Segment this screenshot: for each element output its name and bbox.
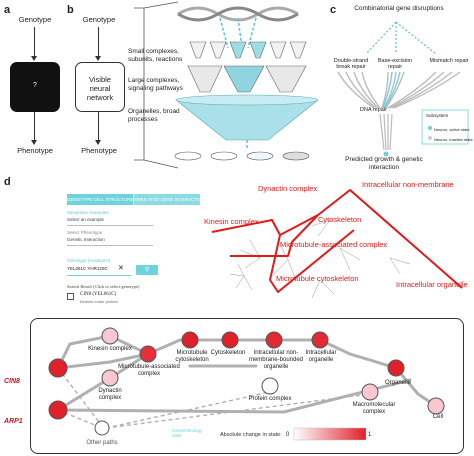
genotype-label: Genotype (mutations) bbox=[67, 258, 111, 263]
repair-illustration bbox=[337, 21, 469, 157]
node-cytoskeleton[interactable]: Cytoskeleton bbox=[210, 350, 246, 356]
net-label-nonmembrane: Intracellular non-membrane bbox=[362, 180, 454, 189]
simulation-select[interactable]: Select an example bbox=[67, 217, 105, 222]
neuron-inactive-label: Neuron, inactive state bbox=[434, 137, 473, 142]
panel-d-letter: d bbox=[4, 176, 11, 188]
node-kinesin[interactable]: Kinesin complex bbox=[88, 346, 132, 352]
black-box-question: ? bbox=[33, 82, 37, 89]
simulation-label: Simulation examples bbox=[67, 210, 109, 215]
panel-b-genotype: Genotype bbox=[82, 15, 116, 24]
arrow-a-top bbox=[34, 27, 35, 59]
search-button[interactable]: ⚲ bbox=[136, 265, 158, 275]
hierarchy-network bbox=[211, 189, 463, 299]
predicted-label: Predicted growth & genetic interaction bbox=[345, 156, 423, 171]
node-nonmembrane[interactable]: Intracellular non-membrane-bounded organ… bbox=[248, 350, 304, 370]
gene-name[interactable]: CIN8 (YEL061C) bbox=[80, 292, 117, 297]
arrow-b-bottom-head bbox=[95, 140, 101, 145]
phenotype-label: Select Phenotype bbox=[67, 230, 103, 235]
node-macromolecular[interactable]: Macromolecular complex bbox=[352, 402, 396, 415]
legend-left-label: Gene/Ontology state bbox=[172, 428, 203, 438]
gene-description: Kinesin motor protein bbox=[80, 299, 118, 304]
panel-a-letter: a bbox=[4, 4, 11, 16]
level-small: Small complexes, subunits, reactions bbox=[128, 48, 183, 63]
legend-min: 0 bbox=[286, 432, 290, 438]
node-mt-cytoskeleton[interactable]: Microtubule cytoskeleton bbox=[175, 350, 209, 363]
node-cell[interactable]: Cell bbox=[432, 414, 444, 420]
node-organelle[interactable]: Organelle bbox=[384, 380, 411, 386]
repair-dsb: Double-strand break repair bbox=[333, 58, 369, 70]
tab-genotype-structure[interactable]: GENOTYPE CELL STRUCTURE bbox=[67, 194, 133, 205]
level-brackets bbox=[134, 1, 179, 169]
arrow-b-top-head bbox=[95, 56, 101, 61]
panel-b-letter: b bbox=[67, 4, 74, 16]
arrow-a-top-head bbox=[31, 56, 37, 61]
search-result-label: Search Result (Click to select genotype) bbox=[67, 284, 140, 289]
node-mt-assoc[interactable]: Microtubule-associated complex bbox=[118, 364, 180, 377]
panel-a-phenotype: Phenotype bbox=[17, 146, 53, 155]
phenotype-select[interactable]: Genetic Interaction bbox=[67, 237, 105, 242]
path-diagram bbox=[48, 327, 445, 441]
net-label-dynactin: Dynactin complex bbox=[258, 184, 318, 193]
node-other-paths: Other paths bbox=[86, 440, 118, 446]
node-dynactin[interactable]: Dynactin complex bbox=[98, 388, 122, 401]
gene-arp1[interactable]: ARP1 bbox=[4, 418, 23, 425]
arrow-a-bottom-head bbox=[31, 140, 37, 145]
simulation-underline bbox=[67, 225, 153, 226]
legend-max: 1 bbox=[368, 432, 372, 438]
repair-base: Base-excision repair bbox=[377, 58, 413, 70]
arrow-b-bottom bbox=[98, 111, 99, 142]
arrow-a-bottom bbox=[34, 112, 35, 142]
panel-a-genotype: Genotype bbox=[18, 15, 52, 24]
tab-simulated-interaction[interactable]: SIMULATED GENE INTERACTION bbox=[134, 194, 200, 205]
panel-c-letter: c bbox=[330, 4, 337, 16]
net-label-kinesin: Kinesin complex bbox=[204, 217, 259, 226]
net-label-microtubule-assoc: Microtubule-associated complex bbox=[280, 240, 388, 249]
genotype-underline bbox=[67, 275, 131, 276]
gene-checkbox[interactable] bbox=[67, 293, 74, 300]
visible-nn-text: Visible neural network bbox=[86, 75, 114, 102]
gene-cin8[interactable]: CIN8 bbox=[4, 378, 20, 385]
level-organelles: Organelles, broad processes bbox=[128, 108, 180, 123]
visible-nn-box: Visible neural network bbox=[75, 62, 125, 112]
combinatorial-label: Combinatorial gene disruptions bbox=[354, 5, 444, 12]
net-label-cytoskeleton: Cytoskeleton bbox=[318, 215, 362, 224]
panel-b-phenotype: Phenotype bbox=[81, 146, 117, 155]
arrow-b-top bbox=[98, 27, 99, 59]
dna-repair-label: DNA repair bbox=[360, 107, 387, 113]
net-label-mt-cytoskeleton: Microtubule cytoskeleton bbox=[276, 274, 359, 283]
legend-label: Absolute change in state: bbox=[220, 432, 282, 438]
clear-icon[interactable]: ✕ bbox=[118, 265, 124, 272]
repair-mismatch: Mismatch repair bbox=[429, 58, 469, 64]
neuron-active-label: Neuron, active state bbox=[434, 127, 470, 132]
phenotype-underline bbox=[67, 245, 153, 246]
subsystem-label: Subsystem bbox=[426, 113, 449, 118]
node-intracellular-organelle[interactable]: Intracellular organelle bbox=[305, 350, 337, 363]
genotype-input[interactable]: YEL061C YHR129C bbox=[67, 266, 108, 271]
net-label-intracellular-organelle: Intracellular organelle bbox=[396, 280, 468, 289]
level-large: Large complexes, signaling pathways bbox=[128, 77, 183, 92]
black-box: ? bbox=[10, 62, 60, 112]
hierarchy-illustration bbox=[174, 6, 319, 161]
node-protein-complex[interactable]: Protein complex bbox=[248, 396, 292, 402]
